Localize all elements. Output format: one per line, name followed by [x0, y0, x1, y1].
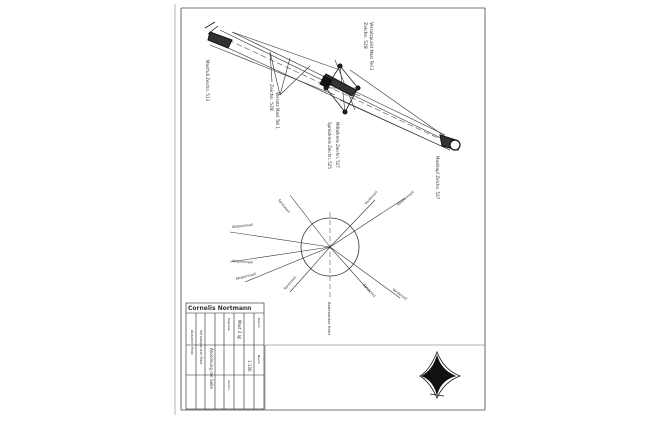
label-mid-b: Spreizkreis Zeichn. 525 [327, 122, 332, 169]
mast-body [319, 63, 361, 115]
title-block-meta-1: Maßstab [227, 318, 231, 331]
zone-divider [264, 344, 485, 410]
title-block-scale: 1:100 [247, 360, 252, 372]
label-mid-a: Mittelkreis Zeichn. 527 [335, 122, 340, 168]
mast-foot-fitting [204, 21, 233, 49]
title-block-company: Cornelis Nortmann [188, 305, 251, 312]
ray-label-upper-right-b: Abspannseil [396, 190, 415, 207]
ray-label-lower-right-a: Spreizseil [362, 283, 376, 298]
ray-label-left-low: Abspannseil [235, 272, 257, 281]
ray-label-upper-left: Abspannseil [232, 223, 253, 229]
label-top-attach-a: Versatzpunkt Mast Teil 2 [369, 22, 374, 71]
ray-label-bottom: Bodenanker Kreis [327, 302, 332, 335]
title-block-line-2: Versatzpunkte Mast [199, 330, 203, 365]
label-top-attach-a-zone: Zeichn. 528 [362, 22, 368, 49]
ray-label-lower-left: Spreizseil [283, 276, 297, 291]
ray-label-upper-center: Spreizseil [277, 198, 290, 214]
label-lower-attach: Zeichn. 528 [268, 84, 274, 111]
ray-label-left-mid: Abspannseil [232, 259, 253, 264]
compass-star-icon [419, 350, 462, 399]
title-block [185, 302, 265, 410]
title-block-meta-3: Name [257, 355, 261, 364]
ray-label-upper-right-a: Vorderseil [364, 190, 379, 206]
label-left-note: Mastfuß Zeichn. 513 [205, 60, 210, 102]
title-block-drawing-no: Mast 2 lgl [237, 320, 242, 339]
radial-plan [229, 194, 406, 300]
title-block-line-1: Abspann Mast [190, 330, 194, 355]
title-block-line-3: Anordnung der Seile [209, 348, 214, 389]
title-block-meta-4: Zeichn. [227, 380, 231, 391]
sheet-frame [174, 4, 486, 415]
label-right-note: Mastkopf Zeichn. 527 [435, 156, 440, 200]
ray-label-lower-right-b: Vorderseil [391, 288, 407, 301]
label-lower-attach-b: Versatz Mast Teil 1 [275, 92, 280, 130]
mast-head-fitting [439, 134, 461, 151]
title-block-meta-2: Datum [257, 318, 261, 328]
